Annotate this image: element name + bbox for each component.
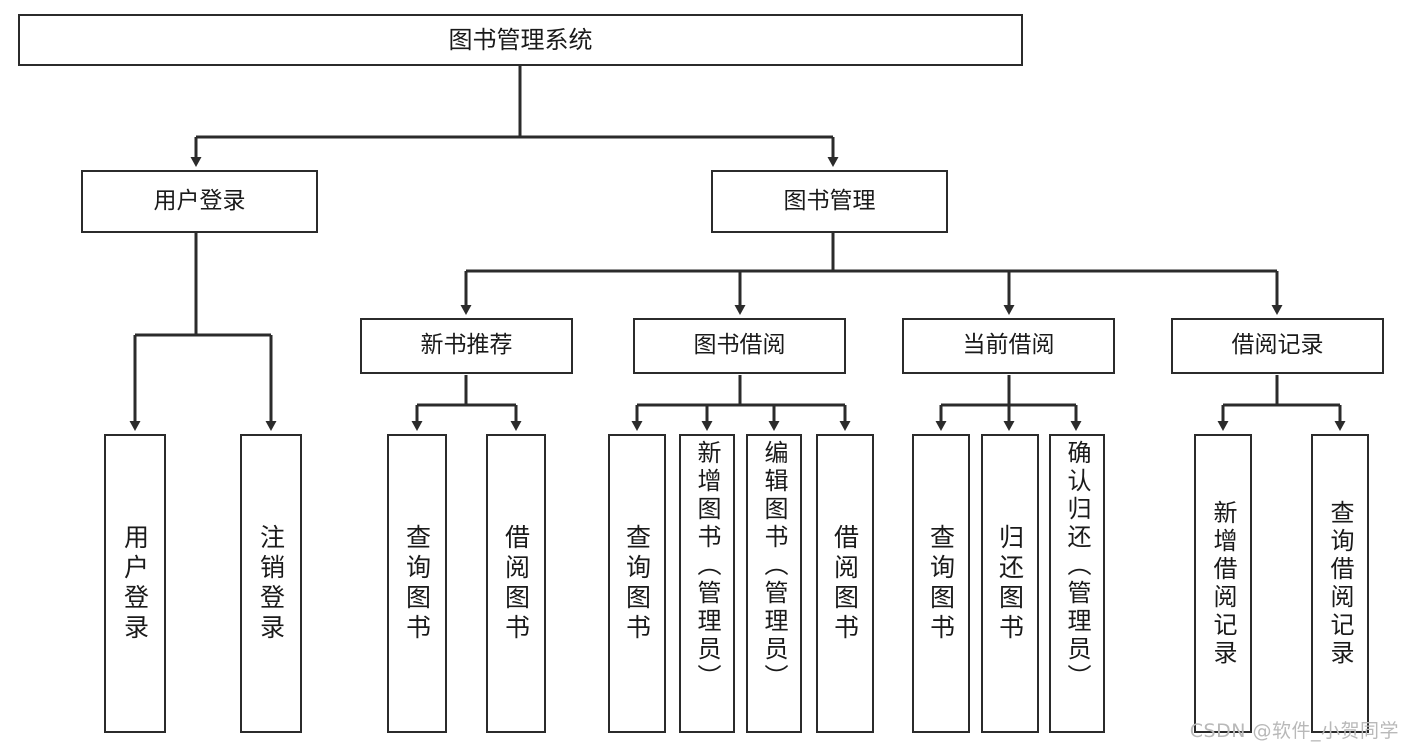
node-leaf-add-book-admin[interactable]: 新增图书（管理员） <box>679 434 735 733</box>
node-leaf-user-logout-label: 注销登录 <box>256 523 286 644</box>
node-leaf-return-book-label: 归还图书 <box>995 523 1025 644</box>
node-leaf-query-borrow-record[interactable]: 查询借阅记录 <box>1311 434 1369 733</box>
node-new-book-recommend[interactable]: 新书推荐 <box>360 318 573 374</box>
node-leaf-user-login[interactable]: 用户登录 <box>104 434 166 733</box>
node-leaf-query-book-cur-label: 查询图书 <box>926 523 956 644</box>
node-leaf-query-book-borrow-label: 查询图书 <box>622 523 652 644</box>
node-leaf-edit-book-admin-label: 编辑图书（管理员） <box>760 440 788 692</box>
node-leaf-borrow-book[interactable]: 借阅图书 <box>816 434 874 733</box>
node-leaf-add-borrow-record[interactable]: 新增借阅记录 <box>1194 434 1252 733</box>
node-new-book-recommend-label: 新书推荐 <box>420 332 513 359</box>
node-book-borrow[interactable]: 图书借阅 <box>633 318 846 374</box>
node-leaf-edit-book-admin[interactable]: 编辑图书（管理员） <box>746 434 802 733</box>
node-leaf-borrow-book-rec[interactable]: 借阅图书 <box>486 434 546 733</box>
node-leaf-borrow-book-rec-label: 借阅图书 <box>501 523 531 644</box>
node-leaf-user-logout[interactable]: 注销登录 <box>240 434 302 733</box>
node-current-borrow[interactable]: 当前借阅 <box>902 318 1115 374</box>
node-current-borrow-label: 当前借阅 <box>962 332 1055 359</box>
node-leaf-query-book-borrow[interactable]: 查询图书 <box>608 434 666 733</box>
node-root-label: 图书管理系统 <box>448 25 593 54</box>
node-user-login[interactable]: 用户登录 <box>81 170 318 233</box>
node-leaf-borrow-book-label: 借阅图书 <box>830 523 860 644</box>
watermark-text: CSDN @软件_小贺同学 <box>1189 720 1399 742</box>
node-leaf-confirm-return-admin-label: 确认归还（管理员） <box>1063 440 1091 692</box>
node-leaf-user-login-label: 用户登录 <box>120 523 150 644</box>
node-book-manage-label: 图书管理 <box>783 187 876 214</box>
node-leaf-query-book-cur[interactable]: 查询图书 <box>912 434 970 733</box>
node-leaf-return-book[interactable]: 归还图书 <box>981 434 1039 733</box>
node-book-borrow-label: 图书借阅 <box>693 332 786 359</box>
node-leaf-query-book-rec[interactable]: 查询图书 <box>387 434 447 733</box>
node-leaf-query-borrow-record-label: 查询借阅记录 <box>1326 499 1354 668</box>
node-borrow-record[interactable]: 借阅记录 <box>1171 318 1384 374</box>
node-leaf-query-book-rec-label: 查询图书 <box>402 523 432 644</box>
node-borrow-record-label: 借阅记录 <box>1231 332 1324 359</box>
node-leaf-add-book-admin-label: 新增图书（管理员） <box>693 440 721 692</box>
node-user-login-label: 用户登录 <box>153 187 246 214</box>
node-book-manage[interactable]: 图书管理 <box>711 170 948 233</box>
node-root[interactable]: 图书管理系统 <box>18 14 1023 66</box>
node-leaf-confirm-return-admin[interactable]: 确认归还（管理员） <box>1049 434 1105 733</box>
node-leaf-add-borrow-record-label: 新增借阅记录 <box>1209 499 1237 668</box>
